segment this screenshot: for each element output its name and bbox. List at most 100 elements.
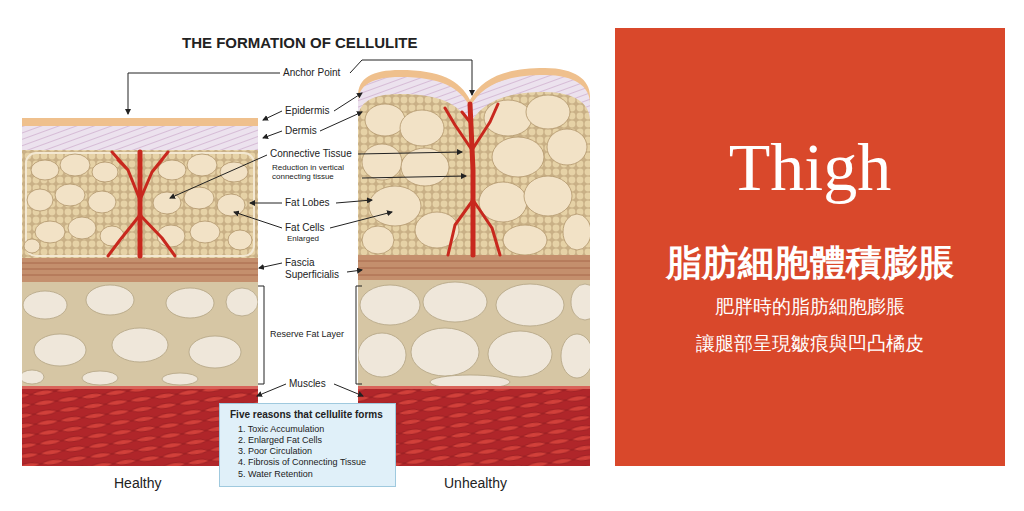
illustration-part: [488, 331, 552, 377]
illustration-part: [563, 214, 591, 250]
illustration-part: [365, 104, 405, 136]
illustration-part: [492, 137, 544, 177]
part-label: Fascia Superficialis: [285, 257, 355, 280]
illustration-part: [22, 269, 258, 270]
illustration-part: [356, 286, 362, 384]
illustration-part: [22, 263, 258, 264]
illustration-part: [355, 255, 595, 282]
illustration-part: [445, 104, 500, 255]
illustration-part: [189, 336, 241, 368]
list-item: 1. Toxic Accumulation: [230, 424, 383, 435]
part-label: Dermis: [285, 125, 317, 137]
illustration-part: [187, 154, 217, 176]
illustration-part: [330, 212, 392, 228]
illustration-part: [55, 184, 85, 206]
illustration-part: [358, 282, 599, 389]
note-label: Enlarged: [287, 234, 319, 243]
list-item: 2. Enlarged Fat Cells: [230, 435, 383, 446]
section-label: Unhealthy: [444, 475, 507, 491]
illustration-part: [336, 200, 372, 203]
illustration-part: [369, 186, 421, 226]
illustration-part: [88, 191, 116, 213]
illustration-part: [411, 328, 479, 376]
illustration-part: [526, 95, 570, 129]
illustration-part: [547, 129, 587, 165]
panel-text: 肥胖時的脂肪細胞膨脹: [615, 296, 1005, 318]
illustration-part: [60, 154, 90, 176]
illustration-part: [27, 189, 53, 211]
illustration-part: [400, 110, 444, 146]
illustration-part: [259, 263, 282, 268]
list-item: 4. Fibrosis of Connecting Tissue: [230, 457, 383, 468]
illustration-part: [26, 153, 254, 256]
part-label: Epidermis: [285, 105, 329, 117]
illustration-part: [362, 95, 591, 255]
illustration-part: [22, 263, 258, 275]
illustration-part: [234, 212, 282, 228]
illustration-part: [358, 152, 462, 154]
box-heading: Five reasons that cellulite forms: [230, 409, 383, 422]
illustration-part: [347, 270, 362, 272]
illustration-part: [24, 239, 40, 253]
illustration-part: [22, 126, 258, 152]
title-panel: Thigh脂肪細胞體積膨脹肥胖時的脂肪細胞膨脹讓腿部呈現皺痕與凹凸橘皮: [615, 28, 1005, 466]
illustration-part: [170, 155, 267, 198]
illustration-part: [35, 221, 65, 243]
illustration-part: [263, 111, 282, 120]
illustration-part: [92, 162, 118, 182]
illustration-part: [334, 384, 363, 396]
illustration-part: [228, 230, 252, 250]
note-label: Reduction in vertical connecting tissue: [272, 163, 372, 181]
illustration-part: [31, 160, 59, 180]
illustration-part: [22, 370, 44, 384]
illustration-part: [22, 386, 258, 389]
illustration-part: [355, 275, 595, 276]
part-label: Fat Cells: [285, 222, 324, 234]
illustration-part: [479, 182, 527, 222]
illustration-part: [423, 282, 487, 322]
list-item: 5. Water Retention: [230, 469, 383, 480]
part-label: Reserve Fat Layer: [270, 329, 344, 339]
illustration-part: [86, 285, 134, 315]
illustration-part: [68, 217, 96, 239]
illustration-part: [138, 152, 143, 256]
illustration-part: [22, 150, 258, 260]
illustration-part: [334, 93, 362, 111]
illustration-part: [108, 152, 175, 256]
part-label: Connective Tissue: [270, 148, 352, 160]
illustration-part: [108, 152, 175, 256]
illustration-part: [362, 176, 466, 178]
illustration-part: [355, 261, 595, 262]
illustration-part: [162, 373, 198, 385]
illustration-part: [524, 176, 572, 216]
illustration-part: [128, 73, 280, 114]
illustration-part: [355, 268, 595, 269]
illustration-part: [250, 203, 282, 204]
part-label: Fat Lobes: [285, 197, 329, 209]
part-label: Muscles: [289, 378, 326, 390]
illustration-part: [401, 148, 449, 186]
illustration-part: [226, 288, 258, 316]
illustration-part: [23, 291, 67, 319]
diagram-title: THE FORMATION OF CELLULITE: [182, 34, 418, 51]
illustration-part: [22, 282, 258, 386]
illustration-part: [82, 371, 118, 385]
illustration-part: [190, 221, 220, 243]
illustration-part: [166, 288, 214, 318]
illustration-part: [362, 144, 402, 180]
illustration-part: [571, 284, 599, 320]
illustration-part: [158, 160, 186, 180]
illustration-part: [22, 285, 258, 385]
section-label: Healthy: [114, 475, 161, 491]
info-box: Five reasons that cellulite forms 1. Toxi…: [219, 403, 396, 487]
illustration-part: [22, 275, 258, 276]
illustration-part: [503, 225, 547, 255]
illustration-part: [355, 280, 595, 386]
panel-subtitle: 脂肪細胞體積膨脹: [615, 242, 1005, 283]
illustration-part: [22, 258, 258, 284]
illustration-part: [496, 284, 564, 326]
illustration-part: [615, 28, 1005, 466]
illustration-part: [128, 60, 472, 396]
panel-text: 讓腿部呈現皺痕與凹凸橘皮: [615, 333, 1005, 355]
